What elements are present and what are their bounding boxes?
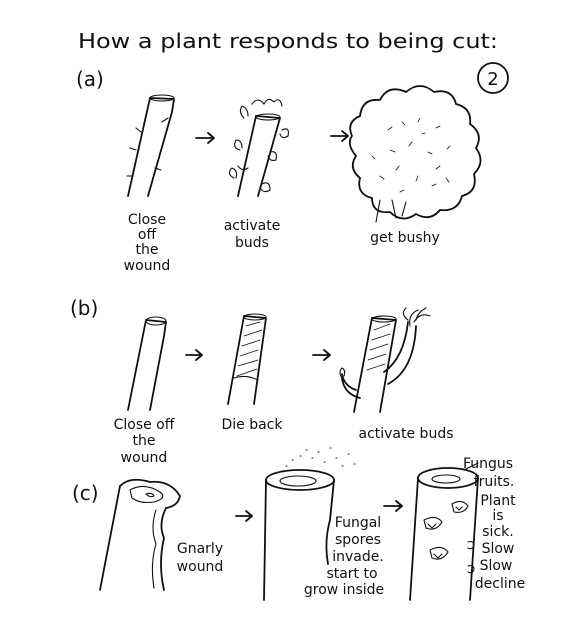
section-a-label: (a) — [76, 67, 104, 91]
svg-text:decline: decline — [475, 576, 525, 592]
stump-fungus-fruits — [409, 462, 479, 601]
caption-c2: Fungal spores invade. start to grow insi… — [304, 515, 384, 598]
svg-text:fruits.: fruits. — [474, 474, 515, 490]
caption-b1: Close off the wound — [114, 417, 175, 466]
arrow-c1-c2 — [235, 510, 253, 522]
stump-gnarly-wound — [99, 478, 181, 591]
svg-text:get bushy: get bushy — [370, 230, 440, 246]
bushy-crown — [348, 85, 482, 223]
svg-text:Close off: Close off — [114, 417, 175, 433]
caption-c1: Gnarly wound — [177, 541, 224, 575]
svg-text:wound: wound — [124, 258, 171, 274]
stick-closed-wound-a — [126, 94, 175, 197]
arrow-b1-b2 — [185, 349, 203, 361]
svg-text:grow inside: grow inside — [304, 582, 384, 598]
section-b-label: (b) — [70, 296, 98, 320]
arrow-a1-a2 — [195, 132, 215, 144]
svg-text:wound: wound — [121, 450, 168, 466]
svg-text:the: the — [133, 433, 156, 449]
svg-text:sick.: sick. — [482, 524, 513, 540]
svg-text:Gnarly: Gnarly — [177, 541, 223, 557]
svg-text:Slow: Slow — [482, 541, 515, 557]
svg-text:start to: start to — [326, 566, 377, 582]
svg-text:Fungal: Fungal — [335, 515, 381, 531]
svg-text:spores: spores — [335, 532, 381, 548]
page-number: 2 — [487, 69, 498, 90]
arrow-a2-a3 — [330, 130, 349, 142]
svg-text:activate buds: activate buds — [358, 426, 453, 442]
stick-closed-wound-b — [127, 316, 167, 411]
arrow-b2-b3 — [312, 349, 331, 361]
svg-text:Fungus: Fungus — [463, 456, 513, 472]
svg-text:Slow: Slow — [480, 558, 513, 574]
svg-text:the: the — [136, 242, 159, 258]
stick-active-buds-a — [228, 98, 289, 197]
svg-text:buds: buds — [235, 235, 269, 251]
section-c-label: (c) — [72, 481, 99, 505]
stick-new-shoot — [339, 307, 431, 413]
caption-b2: Die back — [221, 417, 283, 433]
page-title: How a plant responds to being cut: — [78, 29, 498, 53]
caption-a2: activate buds — [224, 218, 281, 251]
caption-b3: activate buds — [358, 426, 453, 442]
svg-text:Die back: Die back — [221, 417, 283, 433]
stump-fungal-spores — [263, 447, 356, 601]
svg-text:wound: wound — [177, 559, 224, 575]
svg-text:invade.: invade. — [332, 549, 384, 565]
svg-text:Plant: Plant — [480, 493, 516, 509]
page-number-badge: 2 — [477, 62, 509, 94]
svg-text:Close: Close — [128, 212, 166, 228]
caption-a1: Close off the wound — [124, 212, 171, 274]
caption-c3: Fungus fruits. Plant is sick. Slow Slow … — [463, 456, 525, 592]
arrow-c2-c3 — [383, 500, 403, 512]
svg-text:off: off — [138, 227, 157, 243]
svg-text:activate: activate — [224, 218, 281, 234]
svg-text:is: is — [492, 508, 503, 524]
stick-die-back — [227, 313, 267, 405]
caption-a3: get bushy — [370, 230, 440, 246]
